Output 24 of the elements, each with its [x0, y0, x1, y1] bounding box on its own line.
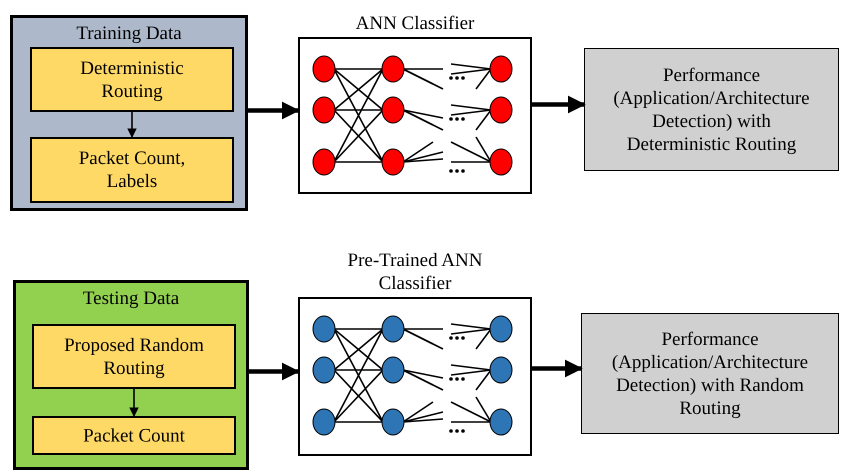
arrow: [129, 389, 139, 417]
box-label: Performance (Application/Architecture Detection) with Deterministic Routing: [612, 64, 811, 156]
process-box: [584, 48, 839, 171]
box-label: Proposed Random Routing: [63, 334, 205, 380]
arrow: [249, 362, 300, 380]
data-panel: [13, 280, 249, 470]
heading: Training Data: [75, 22, 183, 45]
process-box: [30, 137, 234, 203]
process-box: [32, 416, 236, 455]
process-box: [30, 47, 234, 112]
arrow: [532, 96, 586, 114]
arrow: [127, 112, 137, 138]
heading: Pre-Trained ANN Classifier: [346, 249, 484, 295]
arrow: [532, 360, 583, 378]
arrow: [248, 102, 300, 120]
process-box: [581, 313, 839, 434]
heading: Testing Data: [82, 287, 180, 310]
box-label: Packet Count: [82, 424, 186, 447]
box-label: Packet Count, Labels: [78, 147, 186, 193]
process-box: [32, 324, 236, 389]
box-label: Performance (Application/Architecture Detection) with Random Routing: [610, 328, 810, 420]
data-panel: [10, 15, 248, 211]
box-label: Deterministic Routing: [79, 56, 185, 102]
heading: ANN Classifier: [354, 12, 476, 35]
